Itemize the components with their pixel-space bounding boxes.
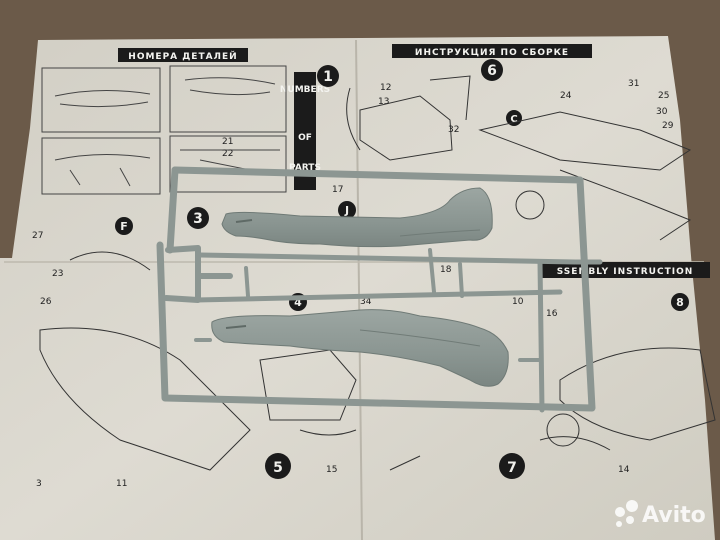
step-label-f: F [120,220,128,233]
sprue-frame [156,166,603,413]
part-num-26: 26 [40,297,52,307]
step-label-4: 4 [294,296,302,309]
assembly-header-text: SSEMBLY INSTRUCTION [557,267,694,277]
part-num-32: 32 [448,125,459,135]
step-label-3: 3 [193,211,203,227]
left-header-text: НОМЕРА ДЕТАЛЕЙ [128,50,237,62]
vertical-header-1: NUMBERS [280,85,330,95]
fuselage-half-upper [221,187,493,248]
watermark-dot-3 [626,516,634,524]
part-num-22: 22 [222,149,233,159]
step-label-6: 6 [487,63,497,79]
instruction-sheet: НОМЕРА ДЕТАЛЕЙ ИНСТРУКЦИЯ ПО СБОРКЕ SSEM… [0,36,716,540]
part-num-10: 10 [512,297,524,307]
step-label-7: 7 [507,460,517,476]
part-num-18: 18 [440,265,452,275]
part-number-labels: 32 12 13 31 24 30 29 25 27 23 26 17 15 1… [32,79,674,489]
part-num-21: 21 [222,137,233,147]
watermark-dot-4 [616,521,622,527]
part-num-17: 17 [332,185,343,195]
step-label-j: J [344,204,349,217]
watermark-dot-1 [615,507,625,517]
watermark-brand: Avito [642,503,706,528]
part-num-24: 24 [560,91,572,101]
part-num-27: 27 [32,231,43,241]
step-label-5: 5 [273,460,283,476]
part-num-31: 31 [628,79,639,89]
step-label-1: 1 [323,69,333,85]
part-num-30: 30 [656,107,668,117]
part-num-34: 34 [360,297,372,307]
right-header-text: ИНСТРУКЦИЯ ПО СБОРКЕ [415,48,569,58]
part-num-11: 11 [116,479,127,489]
fuselage-half-lower [211,309,509,387]
left-header-bar [118,48,248,62]
part-num-16: 16 [546,309,558,319]
avito-watermark: Avito [615,500,706,528]
part-num-13: 13 [378,97,389,107]
vertical-header-bar [294,72,316,190]
vertical-header-3: PARTS [289,163,321,173]
part-num-3: 3 [36,479,42,489]
vertical-header-2: OF [298,133,312,143]
step-label-c: C [510,114,517,125]
assembly-line-art [39,75,716,471]
part-num-15: 15 [326,465,337,475]
part-num-14: 14 [618,465,630,475]
part-num-12: 12 [380,83,391,93]
part-num-23: 23 [52,269,63,279]
right-header-bar [392,44,592,58]
part-num-25: 25 [658,91,669,101]
step-label-8: 8 [676,296,684,309]
parts-diagram-boxes [41,65,287,195]
part-num-29: 29 [662,121,674,131]
watermark-dot-2 [626,500,638,512]
